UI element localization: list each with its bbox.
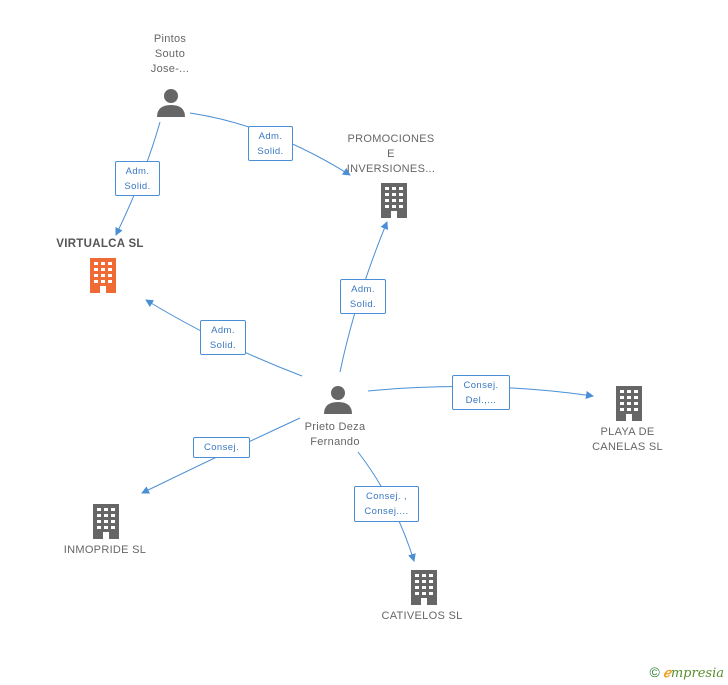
building-icon[interactable] <box>408 570 440 605</box>
node-label-playa[interactable]: PLAYA DE CANELAS SL <box>592 426 663 453</box>
footer-brand[interactable]: © ℯmpresia <box>649 664 724 681</box>
node-label-prieto[interactable]: Prieto Deza Fernando <box>304 421 366 448</box>
edge-label-prieto-playa[interactable]: Consej. Del.,... <box>452 375 510 410</box>
node-label-inmopride[interactable]: INMOPRIDE SL <box>63 544 147 556</box>
copyright-symbol: © <box>649 664 660 680</box>
building-icon[interactable] <box>87 258 119 293</box>
edge-label-pintos-promociones[interactable]: Adm. Solid. <box>248 126 293 161</box>
node-label-virtualca[interactable]: VIRTUALCA SL <box>56 238 144 250</box>
edge-label-prieto-virtualca[interactable]: Adm. Solid. <box>200 320 246 355</box>
node-label-cativelos[interactable]: CATIVELOS SL <box>381 610 463 622</box>
building-icon[interactable] <box>378 183 410 218</box>
edge-label-pintos-virtualca[interactable]: Adm. Solid. <box>115 161 160 196</box>
building-icon[interactable] <box>90 504 122 539</box>
node-label-pintos[interactable]: Pintos Souto Jose-... <box>150 33 190 75</box>
person-icon[interactable] <box>323 385 353 415</box>
edge-label-prieto-cativelos[interactable]: Consej. , Consej.... <box>354 486 419 522</box>
brand-rest: mpresia <box>670 666 724 681</box>
brand-logo: ℯmpresia <box>663 666 724 681</box>
edge-label-prieto-promociones[interactable]: Adm. Solid. <box>340 279 386 314</box>
brand-initial: ℯ <box>663 666 671 681</box>
edge-label-prieto-inmopride[interactable]: Consej. <box>193 437 250 458</box>
building-icon[interactable] <box>613 386 645 421</box>
person-icon[interactable] <box>156 88 186 118</box>
node-label-promociones[interactable]: PROMOCIONES E INVERSIONES... <box>346 133 436 175</box>
